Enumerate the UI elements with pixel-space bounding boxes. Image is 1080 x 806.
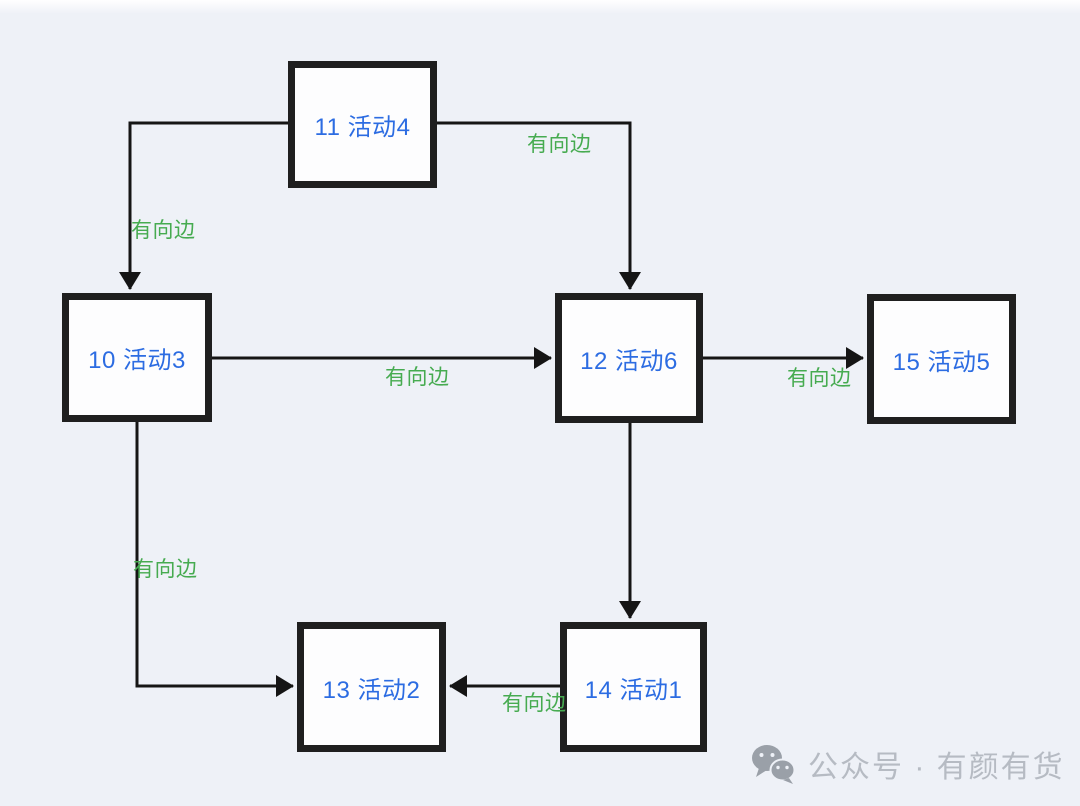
node-14-activity1: 14 活动1 xyxy=(560,622,707,752)
edge-label-act6-act5: 有向边 xyxy=(787,367,852,390)
edge-line-act4-act3 xyxy=(119,121,288,290)
node-label: 11 活动4 xyxy=(314,114,411,141)
edge-label-act4-act6: 有向边 xyxy=(527,133,592,156)
edge-label-act4-act3: 有向边 xyxy=(131,219,196,242)
node-12-activity6: 12 活动6 xyxy=(555,293,703,423)
edge-label-act3-act6: 有向边 xyxy=(385,366,450,389)
watermark-text: 公众号 · 有颜有货 xyxy=(808,751,1065,784)
node-label: 14 活动1 xyxy=(584,676,683,704)
edge-label-act3-act2: 有向边 xyxy=(133,558,198,581)
node-label: 13 活动2 xyxy=(322,676,421,704)
wechat-icon xyxy=(752,745,796,784)
node-label: 10 活动3 xyxy=(88,347,186,374)
node-label: 12 活动6 xyxy=(580,347,678,375)
node-15-activity5: 15 活动5 xyxy=(867,294,1016,424)
watermark: 公众号 · 有颜有货 xyxy=(750,740,1065,788)
node-11-activity4: 11 活动4 xyxy=(288,61,437,188)
edge-label-act1-act2: 有向边 xyxy=(502,692,567,715)
node-label: 15 活动5 xyxy=(892,348,991,376)
node-13-activity2: 13 活动2 xyxy=(297,622,446,752)
node-10-activity3: 10 活动3 xyxy=(62,293,212,422)
edge-line-act4-act6 xyxy=(437,121,641,290)
edge-line-act3-act2 xyxy=(135,422,294,697)
